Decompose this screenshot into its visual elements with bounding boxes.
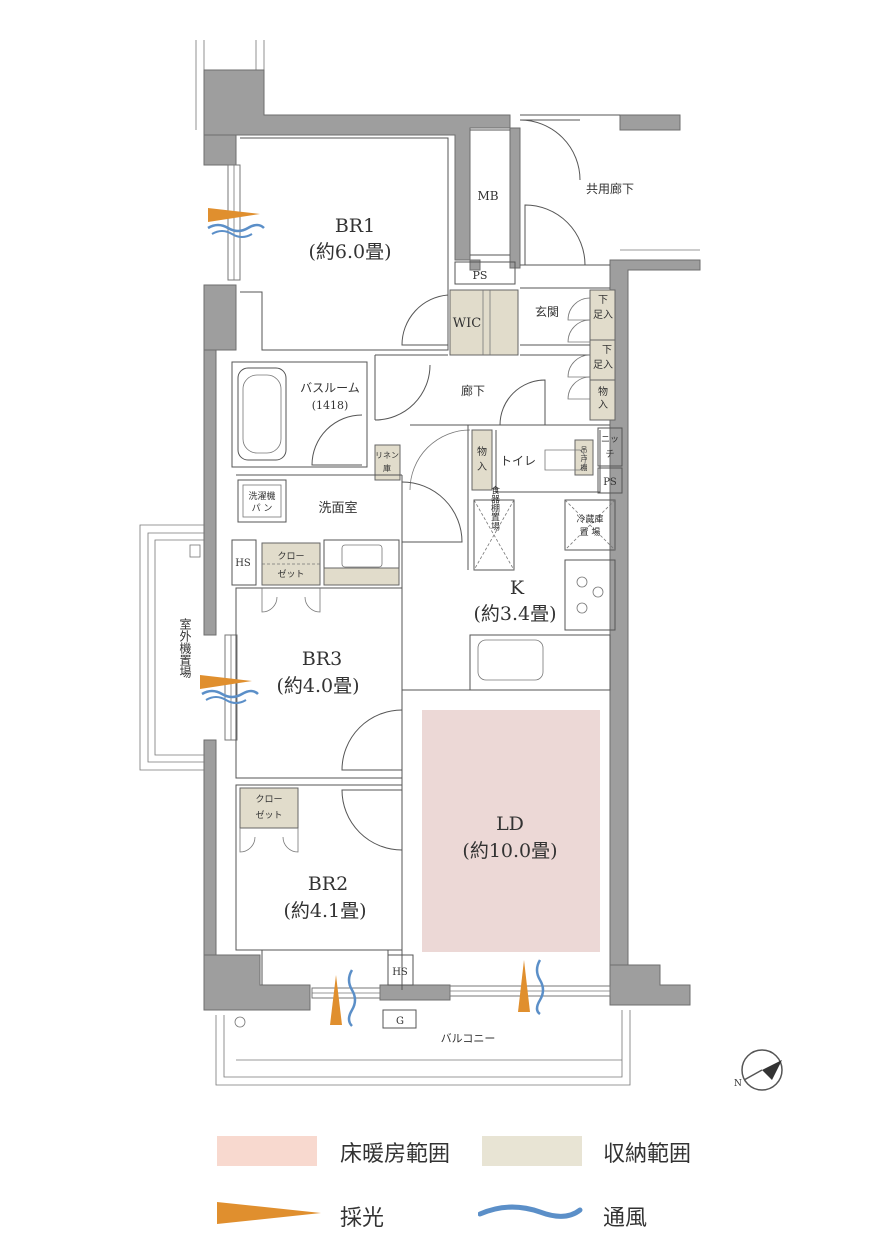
legend: 床暖房範囲 収納範囲 採光 通風 (0, 1110, 870, 1260)
br2-name: BR2 (308, 873, 348, 895)
interior-lines: N (139, 114, 783, 1091)
closet2-bottom: ゼット (255, 809, 282, 821)
hs-bottom-label: HS (392, 967, 408, 978)
niche-bottom: チ (605, 449, 614, 460)
legend-light-icon (217, 1202, 321, 1224)
washer-top: 洗濯機 (248, 490, 275, 502)
legend-light-label: 採光 (340, 1206, 385, 1231)
dish-label: 食器棚置場 (489, 484, 500, 531)
k-name: K (510, 577, 525, 599)
ps-right-label: PS (603, 477, 617, 488)
ld-size: (約10.0畳) (462, 840, 557, 862)
ld-name: LD (496, 813, 524, 835)
legend-floor-heating-swatch (217, 1136, 317, 1166)
fridge-top: 冷蔵庫 (576, 513, 603, 525)
wic-label: WIC (453, 316, 481, 331)
light-arrow-br2 (330, 975, 342, 1025)
shoe1-bottom: 足入 (593, 309, 613, 321)
floor-heating-area (422, 710, 600, 952)
room-labels: BR1 (約6.0畳) BR3 (約4.0畳) BR2 (約4.1畳) LD (… (178, 181, 634, 1045)
shoe2-top: 下 (602, 345, 612, 356)
hallway-label: 廊下 (461, 383, 485, 398)
br3-name: BR3 (302, 648, 342, 670)
legend-storage-swatch (482, 1136, 582, 1166)
svg-text:N: N (734, 1079, 742, 1089)
light-arrow-br1 (208, 208, 260, 222)
balcony-label: バルコニー (441, 1032, 496, 1045)
cabinet-1: 吊 (581, 446, 588, 454)
br2-size: (約4.1畳) (283, 900, 366, 922)
light-wind-indicators (200, 208, 545, 1027)
linen-bottom: 庫 (383, 463, 391, 473)
walls (203, 69, 701, 1011)
washroom-label: 洗面室 (318, 500, 357, 516)
light-arrow-ld (518, 960, 530, 1012)
outdoor-unit-label: 室外機置場 (178, 617, 192, 679)
hs-left-label: HS (235, 558, 251, 569)
ps-top-label: PS (473, 269, 488, 282)
legend-storage-label: 収納範囲 (603, 1142, 692, 1167)
k-size: (約3.4畳) (473, 603, 556, 625)
storage-entry-bottom: 入 (598, 400, 608, 411)
storage-hall-bottom: 入 (477, 462, 487, 473)
wind-wave-ld (535, 959, 545, 1016)
common-corridor-label: 共用廊下 (586, 181, 634, 196)
g-label: G (396, 1016, 404, 1027)
washer-bottom: パ ン (252, 503, 273, 514)
br1-name: BR1 (335, 215, 375, 237)
closet3-top: クロー (277, 551, 304, 562)
bathroom-label: バスルーム (300, 381, 360, 395)
wind-wave-br1 (207, 223, 265, 233)
entrance-label: 玄関 (535, 304, 559, 319)
br1-size: (約6.0畳) (308, 241, 391, 263)
toilet-label: トイレ (500, 454, 536, 468)
wind-wave-br1b (211, 230, 253, 238)
linen-top: リネン (375, 451, 399, 460)
bathroom-size-label: (1418) (312, 399, 349, 412)
storage-entry-top: 物 (598, 385, 608, 398)
br3-size: (約4.0畳) (276, 675, 359, 697)
floor-plan: N BR1 (約6.0畳) BR3 (約4.0畳) BR2 (約4.1畳) LD… (139, 40, 783, 1091)
niche-top: ニッ (601, 435, 619, 445)
mb-label: MB (477, 189, 498, 203)
fridge-bottom: 置 場 (580, 526, 601, 538)
wind-wave-br3b (205, 696, 247, 704)
compass-icon: N (734, 1049, 783, 1091)
cabinet-3: 棚 (581, 463, 588, 472)
closet3-bottom: ゼット (277, 568, 304, 580)
legend-floor-heating-label: 床暖房範囲 (340, 1142, 451, 1167)
closet2-top: クロー (255, 794, 282, 805)
wind-wave-br2 (347, 969, 357, 1027)
shoe1-top: 下 (598, 295, 608, 306)
light-arrow-br3 (200, 675, 252, 689)
wind-wave-br3 (201, 689, 259, 699)
shoe2-bottom: 足入 (593, 359, 613, 371)
legend-wind-icon (478, 1204, 583, 1219)
storage-hall-top: 物 (477, 445, 487, 458)
legend-wind-label: 通風 (603, 1206, 648, 1231)
cabinet-2: 戸 (581, 455, 588, 463)
